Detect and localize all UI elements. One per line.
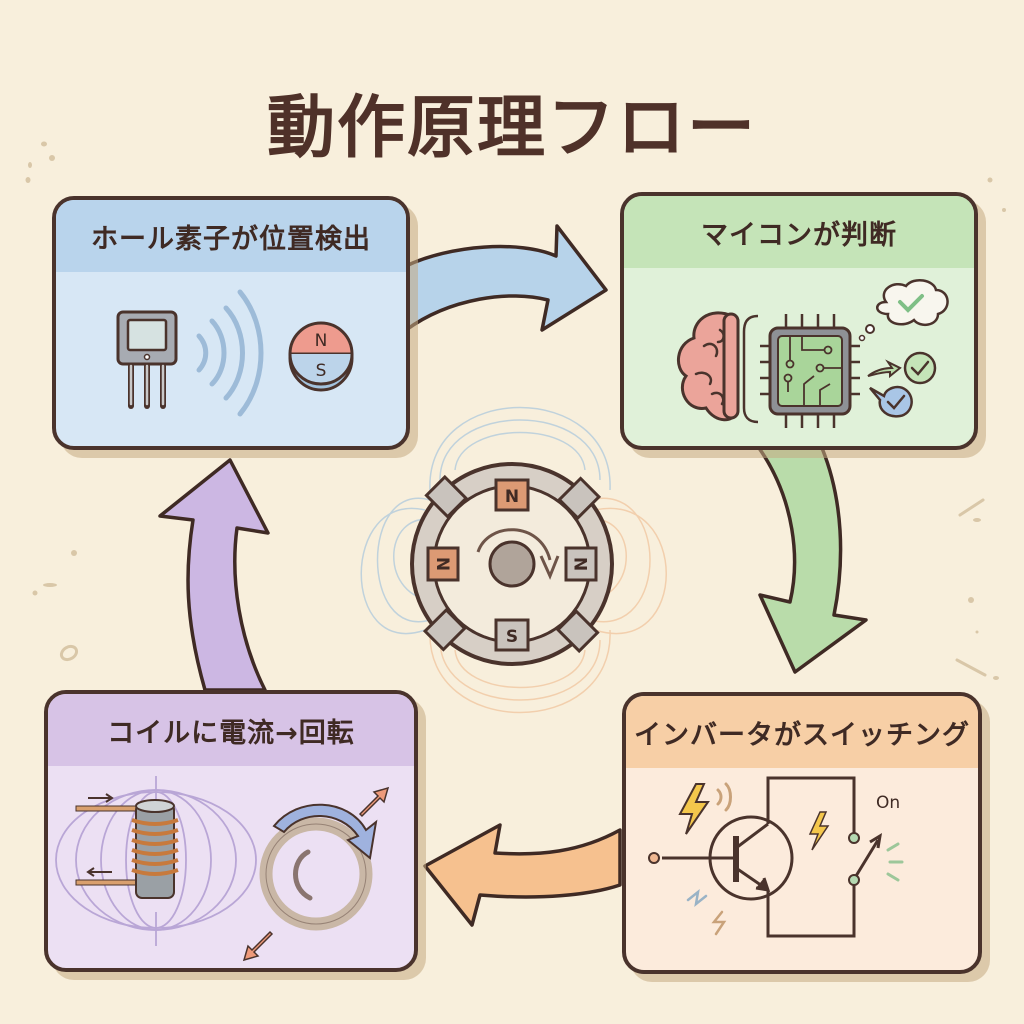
spark-icon — [711, 910, 727, 936]
signal-icon — [716, 782, 732, 812]
pole-top-label: N — [505, 487, 519, 507]
rotation-arrowhead — [539, 555, 560, 580]
signal-waves-icon — [196, 289, 264, 417]
step-inverter-art: On — [648, 776, 904, 938]
lightning-icon — [808, 811, 830, 851]
force-arrow-icon — [358, 786, 390, 818]
check-circle-icon — [903, 351, 937, 385]
step-hall-sensor-label: ホール素子が位置検出 — [56, 200, 406, 272]
magnet-south-label: S — [316, 361, 327, 381]
rotor-shaft — [488, 540, 536, 588]
arrow-icon — [867, 359, 902, 379]
pole-left — [426, 546, 460, 582]
arrow-step1-to-step2 — [404, 224, 608, 332]
center-motor: N N N S — [410, 462, 614, 666]
arrow-step4-to-step1 — [158, 458, 270, 692]
page-title: 動作原理フロー — [266, 89, 757, 168]
arrow-step2-to-step3 — [757, 446, 868, 674]
rotation-arrow — [476, 528, 552, 561]
switch-icon — [848, 832, 904, 886]
step-coil-rotation-label: コイルに電流→回転 — [48, 694, 414, 766]
spark-icon — [686, 888, 708, 908]
background-specks — [25, 141, 1006, 680]
pole-top — [494, 478, 530, 512]
check-thought-icon — [858, 278, 949, 342]
force-arrow-icon — [242, 930, 274, 962]
magnetic-field-lines — [360, 406, 667, 714]
pole-right-label: N — [572, 557, 592, 571]
step-microcontroller: マイコンが判断 — [620, 192, 978, 450]
background-ring — [59, 644, 79, 662]
pole-bottom — [494, 618, 530, 652]
rotation-arrow — [272, 803, 378, 860]
step-inverter-label: インバータがスイッチング — [626, 696, 978, 768]
background-dash — [955, 658, 987, 677]
step-coil-rotation: コイルに電流→回転 — [44, 690, 418, 972]
hall-sensor-icon — [116, 310, 178, 409]
brain-icon — [677, 311, 740, 422]
magnet-north-label: N — [315, 331, 328, 351]
step-hall-sensor-art: N S — [116, 289, 354, 417]
background-dash — [958, 498, 985, 517]
check-bubble-icon — [869, 385, 913, 418]
step-hall-sensor: ホール素子が位置検出 N S — [52, 196, 410, 450]
coil-field-lines — [55, 776, 257, 946]
step-microcontroller-label: マイコンが判断 — [624, 196, 974, 268]
pole-right — [564, 546, 598, 582]
rotation-icon — [242, 786, 390, 962]
pole-bottom-label: S — [506, 627, 518, 647]
lightning-icon — [678, 783, 710, 835]
arrow-step3-to-step4 — [423, 823, 622, 927]
switch-state-label: On — [876, 793, 900, 813]
magnet-icon: N S — [288, 321, 354, 392]
pole-left-label: N — [432, 557, 452, 571]
transistor-icon — [648, 776, 856, 938]
step-inverter: インバータがスイッチング On — [622, 692, 982, 974]
microchip-icon — [760, 314, 860, 428]
coil-icon — [75, 793, 179, 899]
step-coil-rotation-art — [55, 776, 390, 962]
step-microcontroller-art — [677, 278, 949, 428]
